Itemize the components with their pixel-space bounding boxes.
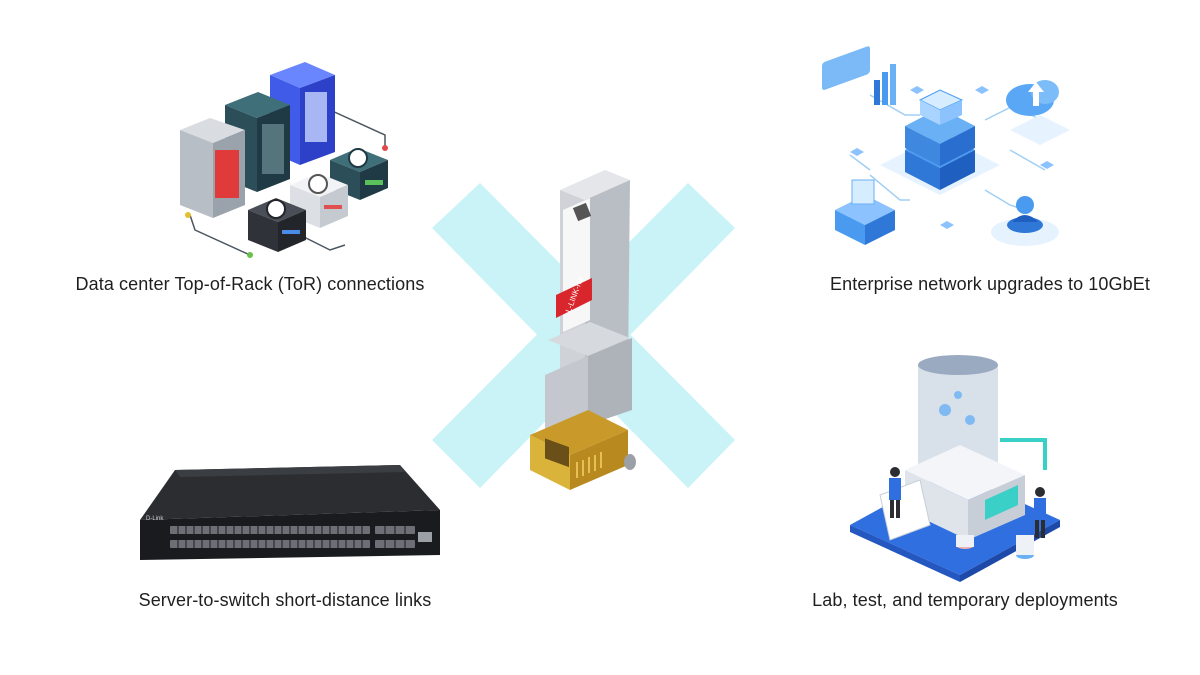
caption-server-to-switch: Server-to-switch short-distance links: [138, 590, 432, 610]
caption-lab-test-deployments: Lab, test, and temporary deployments: [812, 590, 1118, 610]
caption-enterprise-upgrades: Enterprise network upgrades to 10GbEt: [830, 274, 1150, 294]
caption-data-center-tor: Data center Top-of-Rack (ToR) connection…: [75, 274, 425, 294]
switch-brand-label: D-Link: [146, 516, 164, 522]
